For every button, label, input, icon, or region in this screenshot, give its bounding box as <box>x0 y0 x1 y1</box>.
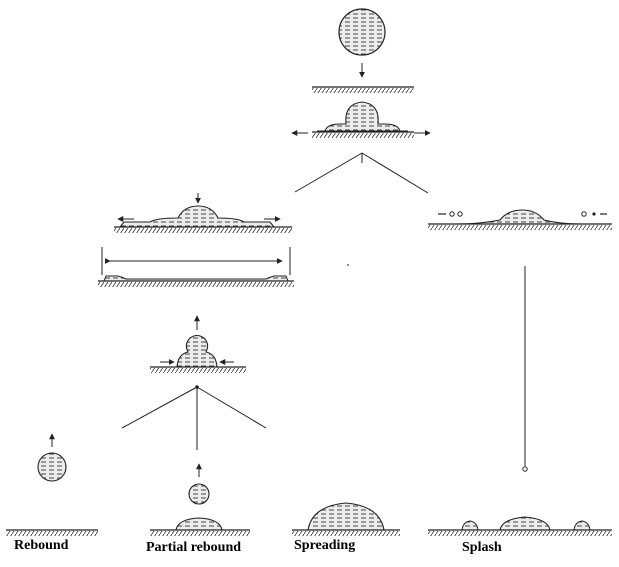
retraction-droplet <box>176 334 218 368</box>
spreading-drop <box>307 502 385 531</box>
lamella-droplet <box>118 205 276 228</box>
label-splash: Splash <box>462 540 502 555</box>
partial-rebound-droplet <box>188 483 210 505</box>
speck <box>347 264 349 266</box>
impact-droplet <box>317 101 408 132</box>
branch-lines-bottom <box>121 386 267 450</box>
splash-crown <box>438 209 607 225</box>
label-rebound: Rebound <box>14 538 69 553</box>
splash-drops <box>461 516 591 531</box>
surface-retraction <box>150 366 246 373</box>
surface-rebound <box>6 529 98 536</box>
label-spreading: Spreading <box>294 538 356 553</box>
max-spread-film <box>103 275 289 282</box>
surface-splash-top <box>428 223 612 230</box>
branch-node <box>195 385 199 389</box>
label-partial-rebound: Partial rebound <box>146 540 242 555</box>
surface-max-spread <box>98 280 294 287</box>
surface-top <box>312 86 414 93</box>
branch-lines-top <box>294 152 429 194</box>
surface-partial <box>150 529 250 536</box>
surface-splash <box>428 529 612 536</box>
partial-residual-drop <box>175 517 223 531</box>
splash-connector-end <box>522 466 528 472</box>
surface-impact <box>312 131 414 138</box>
surface-spreading <box>292 529 400 536</box>
surface-lamella <box>114 226 292 233</box>
falling-droplet <box>338 8 386 56</box>
max-spread-bracket <box>101 247 291 275</box>
rebound-droplet <box>37 452 67 482</box>
